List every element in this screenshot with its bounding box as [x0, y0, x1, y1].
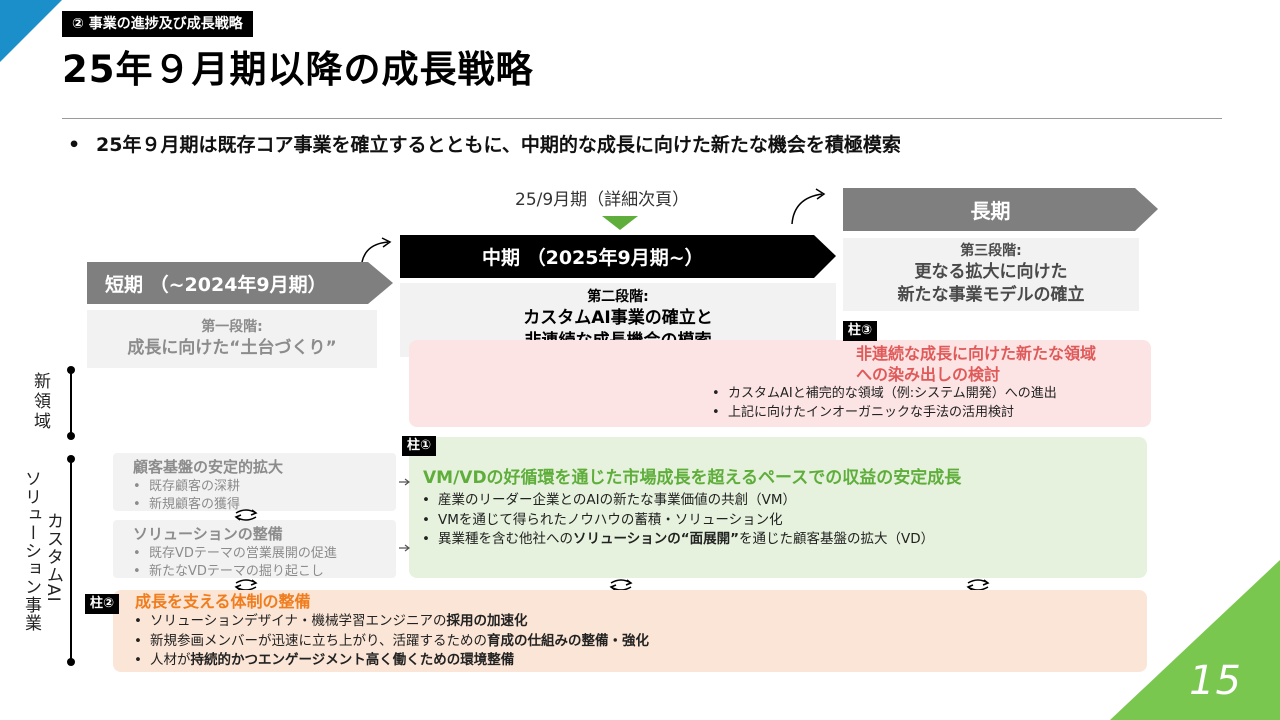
list-item-text: 人材が: [150, 652, 191, 668]
stage-mid-label: 第二段階:: [587, 289, 649, 305]
list-item-text: を通じた顧客基盤の拡大（VD）: [738, 531, 935, 547]
section-tag: ② 事業の進捗及び成長戦略: [62, 11, 253, 37]
list-item: 既存VDテーマの営業展開の促進: [133, 545, 396, 563]
arrow-right-icon: [399, 478, 410, 486]
phase-long-label: 長期: [970, 199, 1011, 223]
pillar3-title-line-2: への染み出しの検討: [856, 365, 1001, 384]
axis-label-new-domain-text: 新領域: [34, 372, 52, 432]
list-item-emphasis: 採用の加速化: [446, 613, 528, 629]
list-item: 人材が持続的かつエンゲージメント高く働くための環境整備: [134, 651, 649, 671]
stage-long-box: 第三段階: 更なる拡大に向けた 新たな事業モデルの確立: [843, 238, 1139, 311]
list-item: VMを通じて得られたノウハウの蓄積・ソリューション化: [422, 511, 934, 531]
page-title: 25年９月期以降の成長戦略: [62, 48, 534, 91]
list-item: カスタムAIと補完的な領域（例:システム開発）への進出: [712, 384, 1057, 403]
pillar2-tag: 柱②: [85, 594, 120, 614]
list-item: 既存顧客の深耕: [133, 478, 396, 496]
phase-mid-label: 中期 （2025年9月期~）: [482, 247, 704, 269]
list-item: 新たなVDテーマの掘り起こし: [133, 563, 396, 581]
list-item-text: 新規参画メンバーが迅速に立ち上がり、活躍するための: [150, 632, 487, 649]
customer-base-list: 既存顧客の深耕 新規顧客の獲得: [133, 478, 396, 514]
axis-label-solution-business: ソリューション事業: [21, 470, 41, 632]
stage-long-text-2: 新たな事業モデルの確立: [897, 285, 1085, 305]
stage-short-text: 成長に向けた“土台づくり”: [127, 338, 337, 358]
phase-short-label: 短期 （~2024年9月期）: [105, 273, 327, 296]
page-number: 15: [1189, 658, 1242, 704]
solution-list: 既存VDテーマの営業展開の促進 新たなVDテーマの掘り起こし: [133, 545, 396, 581]
list-item-emphasis: 持続的かつエンゲージメント高く働くための環境整備: [190, 652, 515, 668]
list-item-emphasis: 育成の仕組みの整備・強化: [486, 632, 649, 649]
bullet-marker: •: [68, 134, 81, 156]
list-item-text: ソリューションデザイナ・機械学習エンジニアの: [150, 613, 447, 629]
stage-short-box: 第一段階: 成長に向けた“土台づくり”: [87, 310, 377, 368]
stage-mid-text-1: カスタムAI事業の確立と: [523, 308, 713, 328]
pillar1-list: 産業のリーダー企業とのAIの新たな事業価値の共創（VM） VMを通じて得られたノ…: [422, 491, 934, 550]
stage-short-label: 第一段階:: [201, 319, 263, 335]
axis-line-new-domain: [70, 370, 72, 436]
pillar2-list: ソリューションデザイナ・機械学習エンジニアの採用の加速化 新規参画メンバーが迅速…: [134, 612, 649, 671]
list-item-text: 異業種を含む他社への: [438, 531, 573, 547]
pillar3-list: カスタムAIと補完的な領域（例:システム開発）への進出 上記に向けたインオーガニ…: [712, 384, 1057, 422]
axis-dot: [67, 432, 75, 440]
summary-bullet: • 25年９月期は既存コア事業を確立するとともに、中期的な成長に向けた新たな機会を…: [68, 131, 901, 159]
axis-dot: [67, 658, 75, 666]
phase-mid-arrow: 中期 （2025年9月期~）: [400, 235, 836, 278]
pillar3-title-line-1: 非連続な成長に向けた新たな領域: [856, 344, 1097, 363]
customer-base-card: 顧客基盤の安定的拡大 既存顧客の深耕 新規顧客の獲得: [113, 453, 396, 514]
title-divider: [62, 118, 1222, 119]
solution-title: ソリューションの整備: [133, 525, 283, 543]
list-item: 異業種を含む他社へのソリューションの“面展開”を通じた顧客基盤の拡大（VD）: [422, 530, 934, 550]
pillar1-title: VM/VDの好循環を通じた市場成長を超えるペースでの収益の安定成長: [423, 468, 962, 488]
cycle-arrows-icon: [234, 509, 258, 521]
arrow-right-icon: [399, 544, 410, 552]
solution-card: ソリューションの整備 既存VDテーマの営業展開の促進 新たなVDテーマの掘り起こ…: [113, 520, 396, 581]
list-item-emphasis: ソリューションの“面展開”: [573, 531, 739, 547]
pillar1-tag: 柱①: [402, 436, 437, 456]
corner-decoration-top-left: [0, 0, 62, 62]
stage-long-text-1: 更なる拡大に向けた: [914, 262, 1068, 282]
list-item: 新規顧客の獲得: [133, 496, 396, 514]
stage-long-label: 第三段階:: [960, 243, 1022, 259]
list-item: 新規参画メンバーが迅速に立ち上がり、活躍するための育成の仕組みの整備・強化: [134, 632, 649, 652]
list-item: ソリューションデザイナ・機械学習エンジニアの採用の加速化: [134, 612, 649, 632]
period-note: 25/9月期（詳細次頁）: [515, 190, 690, 210]
axis-label-custom-ai: カスタムAI: [43, 512, 63, 603]
phase-long-arrow: 長期: [843, 188, 1158, 231]
curved-arrow-icon: [791, 188, 826, 225]
list-item: 産業のリーダー企業とのAIの新たな事業価値の共創（VM）: [422, 491, 934, 511]
axis-label-new-domain: 新領域: [30, 372, 56, 432]
pillar3-title: 非連続な成長に向けた新たな領域 への染み出しの検討: [856, 343, 1096, 385]
curved-arrow-icon: [361, 237, 392, 263]
down-triangle-icon: [602, 216, 638, 230]
phase-short-arrow: 短期 （~2024年9月期）: [87, 262, 393, 304]
pillar2-title: 成長を支える体制の整備: [135, 592, 311, 611]
pillar3-tag: 柱③: [843, 321, 878, 341]
summary-text: 25年９月期は既存コア事業を確立するとともに、中期的な成長に向けた新たな機会を積…: [96, 134, 901, 156]
list-item: 上記に向けたインオーガニックな手法の活用検討: [712, 403, 1057, 422]
axis-line-custom-ai: [70, 459, 72, 661]
customer-base-title: 顧客基盤の安定的拡大: [133, 458, 284, 476]
